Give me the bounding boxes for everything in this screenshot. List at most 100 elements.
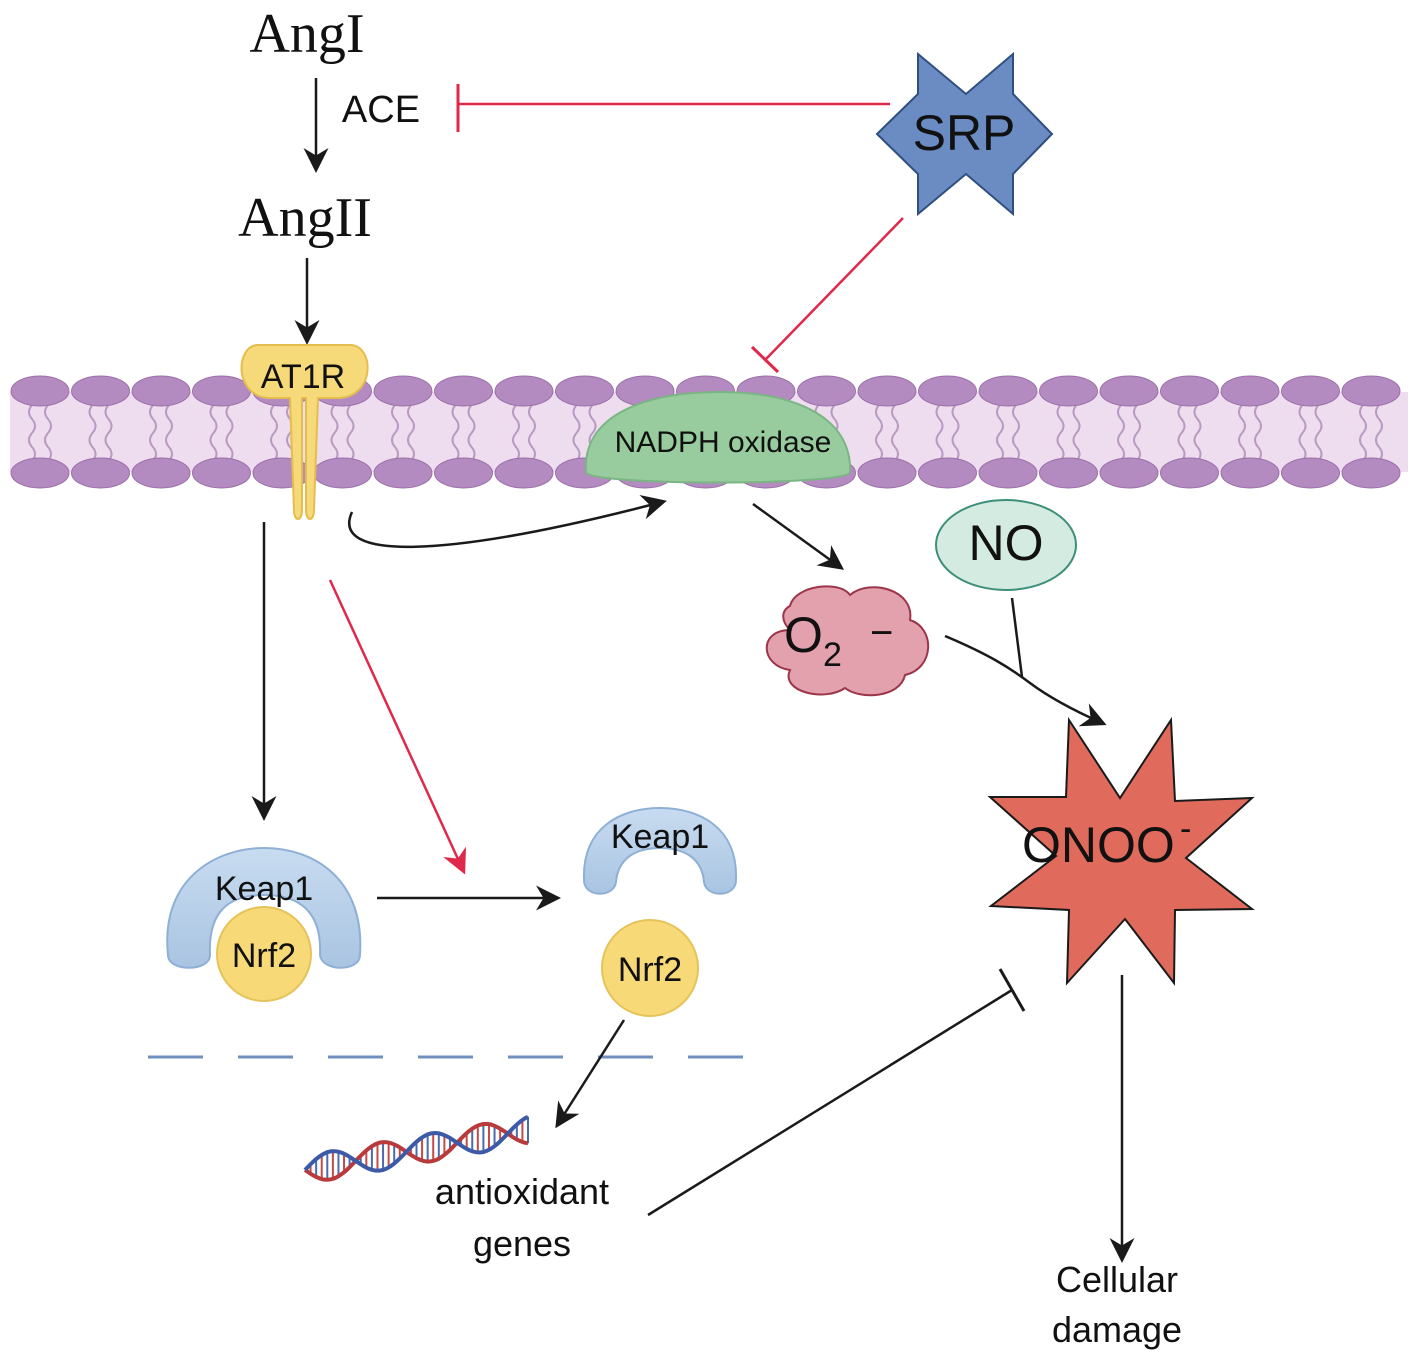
at1r-shape	[240, 344, 369, 520]
nrf2-free: Nrf2	[601, 919, 699, 1017]
lipid-tail	[1177, 404, 1186, 462]
lipid-tail	[1314, 404, 1323, 462]
srp-star: SRP	[875, 51, 1054, 217]
lipid-head	[1099, 457, 1159, 489]
lipid-tail	[528, 404, 536, 462]
lipid-head	[373, 375, 433, 407]
keap1-bound-label: Keap1	[215, 870, 313, 908]
dna-strand	[303, 1121, 529, 1182]
lipid-head	[555, 375, 614, 407]
lipid-head	[1341, 375, 1401, 407]
lipid-tail	[104, 404, 113, 462]
nadph-oxidase: NADPH oxidase	[584, 390, 852, 484]
nadph-to-o2-arrow	[752, 502, 845, 570]
lipid-tail	[1254, 404, 1262, 462]
lipid-tail	[165, 404, 173, 462]
lipid-tail	[44, 404, 52, 462]
lipid-head	[494, 375, 554, 407]
at1r-label: AT1R	[261, 358, 345, 396]
lipid-tail	[209, 404, 218, 462]
superoxide-cloud	[765, 585, 930, 697]
nrf2-free-label: Nrf2	[618, 951, 682, 989]
onoo-star-shape	[987, 716, 1255, 986]
o2-to-onoo-arrow	[944, 634, 1107, 727]
at1r-to-nadph-arrow	[348, 494, 667, 548]
lipid-tail	[149, 404, 157, 462]
lipid-head	[1281, 457, 1340, 489]
lipid-head	[797, 375, 856, 407]
nrf2-bound-circle	[216, 906, 312, 1002]
lipid-head	[192, 375, 251, 407]
lipid-head	[1099, 375, 1159, 407]
lipid-head	[857, 457, 917, 489]
nadph-shape	[584, 390, 852, 484]
onoo-star: ONOO -	[987, 716, 1255, 986]
lipid-tail	[1298, 404, 1307, 462]
lipid-tail	[225, 404, 234, 462]
lipid-tail	[391, 404, 399, 462]
lipid-head	[71, 457, 130, 489]
lipid-tail	[346, 404, 355, 462]
lipid-head	[373, 457, 433, 489]
lipid-head	[494, 457, 554, 489]
lipid-tail	[330, 404, 339, 462]
lipid-head	[1039, 457, 1098, 489]
lipid-tail	[88, 404, 97, 462]
lipid-head	[10, 375, 70, 407]
dna-helix-icon	[303, 1114, 529, 1182]
at1r-to-dissociation-red-arrow	[328, 579, 467, 875]
lipid-tail	[1193, 404, 1202, 462]
lipid-tail	[1117, 404, 1125, 462]
nadph-label: NADPH oxidase	[615, 426, 832, 459]
antioxidant-inhibits-onoo-bar	[998, 968, 1026, 1012]
ang2-label: AngII	[238, 187, 372, 249]
no-label: NO	[969, 515, 1044, 571]
srp-star-shape	[875, 51, 1054, 217]
lipid-tail	[467, 404, 476, 462]
lipid-tail	[1375, 404, 1383, 462]
ang1-label: AngI	[249, 3, 364, 65]
o2-subscript: 2	[823, 636, 842, 674]
lipid-head	[1220, 375, 1280, 407]
lipid-tail	[1056, 404, 1065, 462]
lipid-head	[1281, 375, 1340, 407]
srp-inhibits-nadph-bar	[750, 345, 780, 374]
srp-inhibits-nadph-line	[765, 217, 904, 360]
lipid-head	[857, 375, 917, 407]
lipid-head	[1220, 457, 1280, 489]
lipid-tail	[1133, 404, 1141, 462]
keap1-nrf2-complex: Keap1 Nrf2	[166, 846, 362, 1002]
onoo-label: ONOO	[1022, 817, 1175, 873]
lipid-head	[1160, 375, 1219, 407]
no-to-onoo-line	[1010, 597, 1024, 678]
keap1-free-label: Keap1	[611, 818, 709, 856]
lipid-head	[434, 457, 493, 489]
srp-label: SRP	[913, 105, 1016, 161]
o2-label: O	[784, 607, 823, 663]
nrf2-bound-label: Nrf2	[232, 937, 296, 975]
superoxide-node: O 2 −	[765, 585, 930, 697]
lipid-head	[10, 457, 70, 489]
lipid-head	[1039, 375, 1098, 407]
lipid-head	[1160, 457, 1219, 489]
antioxidant-genes-line2: genes	[473, 1223, 571, 1264]
lipid-tail	[1012, 404, 1020, 462]
lipid-head	[192, 457, 251, 489]
lipid-tail	[935, 404, 944, 462]
nrf2-to-dna-arrow	[555, 1019, 626, 1129]
cellular-damage-line2: damage	[1052, 1309, 1182, 1350]
ace-label: ACE	[342, 89, 420, 131]
keap1-bound-shape	[166, 846, 362, 969]
lipid-tail	[1072, 404, 1081, 462]
antioxidant-genes-line1: antioxidant	[435, 1171, 609, 1212]
keap1-free-shape	[582, 806, 738, 895]
lipid-tail	[891, 404, 899, 462]
cellular-damage-line1: Cellular	[1056, 1259, 1178, 1300]
dna-strand	[303, 1114, 529, 1173]
nrf2-free-circle	[601, 919, 699, 1017]
keap1-free: Keap1	[582, 806, 738, 895]
lipid-tail	[951, 404, 960, 462]
lipid-tail	[512, 404, 520, 462]
no-node: NO	[935, 499, 1077, 591]
